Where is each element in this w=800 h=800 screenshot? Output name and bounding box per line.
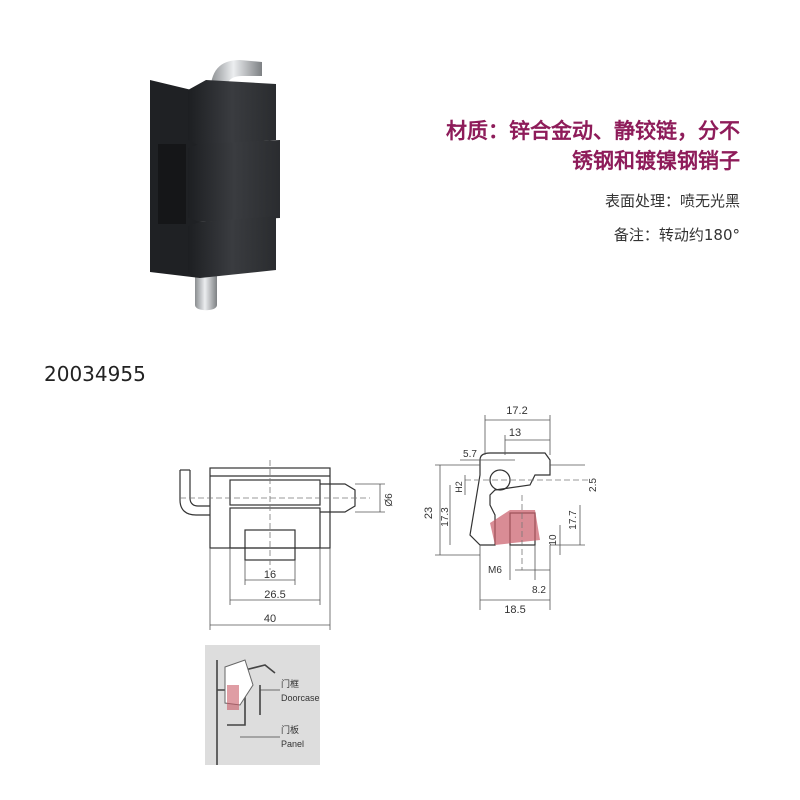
dim-40: 40 [264,613,276,625]
doorcase-label-cn: 门框 [281,678,299,689]
dim-16: 16 [264,569,276,581]
dim-dia6: Ø6 [384,493,395,507]
dim-2-5: 2.5 [588,478,599,492]
front-view-drawing: 16 26.5 40 Ø6 [179,460,395,630]
dim-23: 23 [423,507,435,519]
dim-17-2: 17.2 [506,405,527,417]
dim-m6: M6 [488,565,502,576]
dim-5-7: 5.7 [463,449,477,460]
dim-17-3: 17.3 [440,507,451,527]
side-view-drawing: 17.2 13 5.7 H2 2.5 23 17.3 17.7 10 M6 8.… [423,405,599,616]
dim-10: 10 [548,534,559,546]
panel-label-cn: 门板 [281,724,299,735]
installation-diagram: 门框 Doorcase 门板 Panel [205,645,320,765]
dim-18-5: 18.5 [504,604,525,616]
material-text: 材质：锌合金动、静铰链，分不 锈钢和镀镍钢销子 [446,119,740,173]
dim-h2: H2 [454,481,464,493]
hinge-product-image [150,60,280,311]
surface-treatment-text: 表面处理：喷无光黑 [604,192,740,210]
dim-17-7: 17.7 [568,510,579,530]
panel-label-en: Panel [281,739,304,749]
doorcase-label-en: Doorcase [281,693,320,703]
remark-text: 备注：转动约180° [613,226,740,244]
dim-8-2: 8.2 [532,585,546,596]
dim-13: 13 [509,427,521,439]
dim-26-5: 26.5 [264,589,285,601]
part-number: 20034955 [44,362,146,386]
